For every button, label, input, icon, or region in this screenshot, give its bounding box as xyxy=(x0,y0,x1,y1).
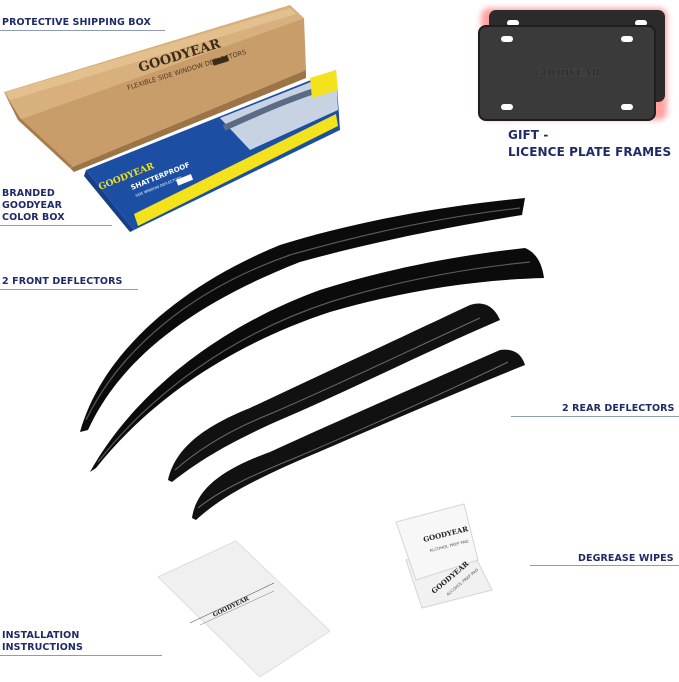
label-color-box: BRANDED GOODYEAR COLOR BOX xyxy=(2,188,65,223)
rule-color-box xyxy=(0,225,112,226)
color-box-image: GOODYEAR SHATTERPROOF SIDE WINDOW DEFLEC… xyxy=(0,0,340,240)
label-degrease-wipes: DEGREASE WIPES xyxy=(578,553,674,564)
rule-installation-instructions xyxy=(0,655,162,656)
rule-shipping-box xyxy=(0,30,165,31)
degrease-wipes-image: GOODYEAR ALCOHOL PREP PAD GOODYEAR ALCOH… xyxy=(392,500,502,610)
rule-front-deflectors xyxy=(0,289,138,290)
label-shipping-box: PROTECTIVE SHIPPING BOX xyxy=(2,17,151,28)
front-deflector-2 xyxy=(90,248,544,472)
label-installation-instructions: INSTALLATION INSTRUCTIONS xyxy=(2,630,83,653)
plate-logo: GOODYEAR xyxy=(534,68,600,79)
rule-degrease-wipes xyxy=(530,565,679,566)
label-front-deflectors: 2 FRONT DEFLECTORS xyxy=(2,276,123,287)
rear-deflector-1 xyxy=(168,303,500,482)
label-rear-deflectors: 2 REAR DEFLECTORS xyxy=(562,403,675,414)
rear-deflector-2 xyxy=(192,349,525,520)
label-gift-plate-frames: GIFT - LICENCE PLATE FRAMES xyxy=(508,128,672,159)
shipping-box-image: GOODYEAR FLEXIBLE SIDE WINDOW DEFLECTORS xyxy=(0,0,340,240)
license-plate-frames-image: GOODYEAR xyxy=(475,2,675,127)
rule-rear-deflectors xyxy=(511,416,679,417)
installation-instructions-image: GOODYEAR xyxy=(150,535,335,680)
